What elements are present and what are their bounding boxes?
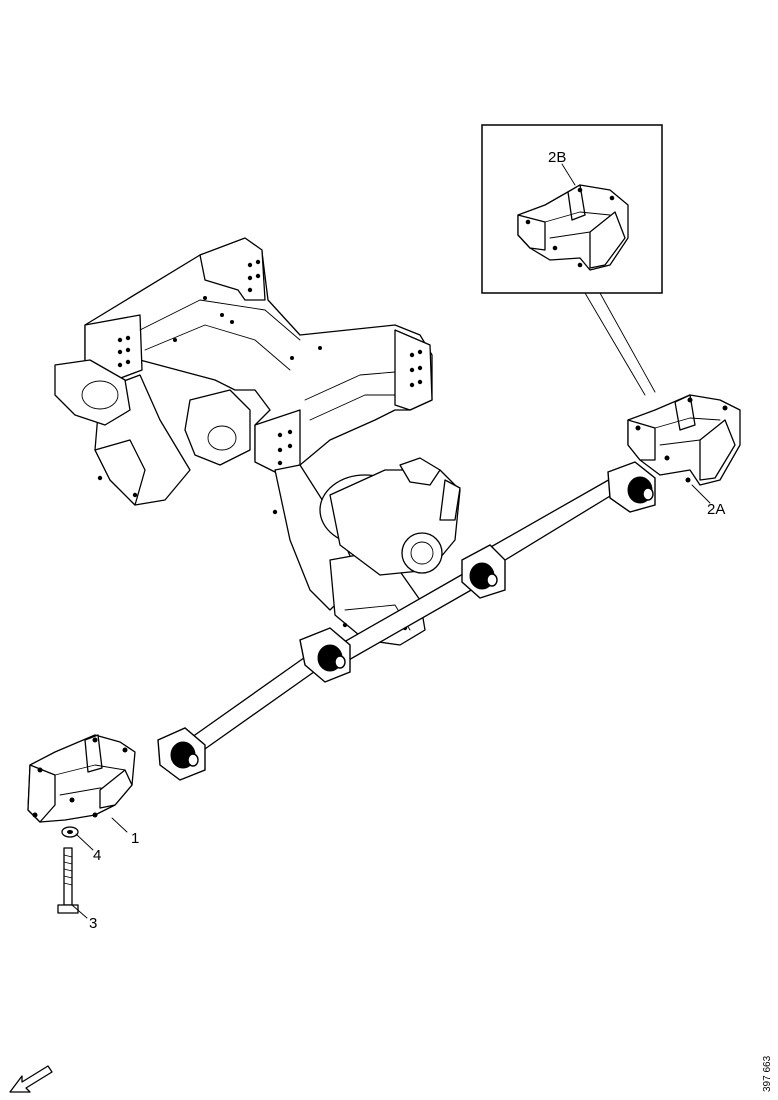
subframe-mounting-holes <box>97 259 423 631</box>
bracket-2a <box>627 394 741 486</box>
callout-3: 3 <box>89 915 97 932</box>
washer-4 <box>61 826 79 838</box>
figure-reference-code: 397 663 <box>762 1055 773 1092</box>
bracket-1 <box>27 734 136 823</box>
bushing-left-inner <box>299 627 351 683</box>
forward-arrow-icon <box>9 1065 53 1093</box>
bushing-left-outer <box>157 727 206 781</box>
inset-pointer <box>584 292 656 396</box>
detail-inset <box>481 124 663 294</box>
subframe-crossmember <box>54 237 461 646</box>
bushing-right-inner <box>461 544 506 599</box>
bolt-3 <box>57 847 79 914</box>
bracket-2b <box>517 184 629 271</box>
bushing-right-outer <box>607 461 656 513</box>
leader-lines <box>71 163 711 919</box>
callout-2a: 2A <box>707 501 725 518</box>
callout-1: 1 <box>131 830 139 847</box>
callout-4: 4 <box>93 847 101 864</box>
stabilizer-bar <box>184 477 621 757</box>
callout-2b: 2B <box>548 149 566 166</box>
bar-bushings <box>157 461 656 781</box>
